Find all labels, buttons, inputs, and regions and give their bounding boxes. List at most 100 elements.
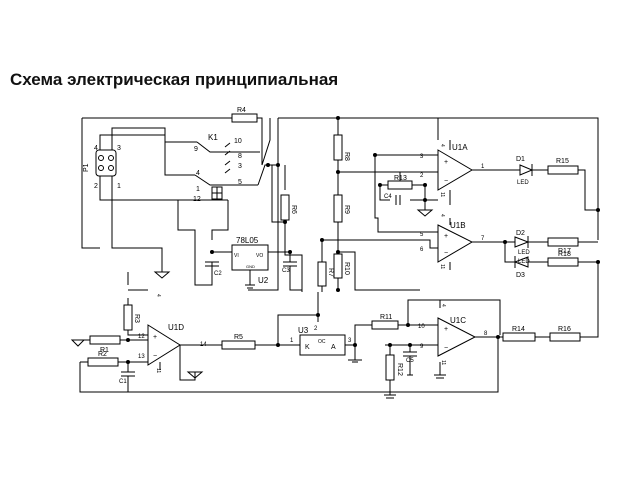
junctions (126, 116, 600, 364)
u1b-plus: + (444, 233, 448, 240)
u3-label: U3 (298, 326, 309, 335)
opamp-u1b: U1B 5 6 7 4 11 + − (420, 214, 485, 269)
p1-pin1: 1 (117, 183, 121, 190)
resistor-r8: R8 (333, 134, 350, 161)
opamp-u1d: U1D 12 13 14 4 11 + − (138, 294, 207, 373)
capacitor-c1: C1 (119, 371, 135, 385)
capacitor-c2: C2 (205, 261, 222, 280)
u1b-pin6: 6 (420, 247, 424, 253)
k1-pin12: 12 (193, 196, 201, 203)
u1a-pin11: 11 (439, 192, 445, 197)
resistor-r15: R15 (547, 158, 579, 175)
k1-label: K1 (208, 133, 218, 142)
u1b-pin5: 5 (420, 232, 424, 238)
r7-label: R7 (327, 268, 334, 277)
d1-led-label: LED (517, 180, 529, 186)
resistor-r1: R1 (89, 335, 121, 354)
k1-pin5: 5 (238, 179, 242, 186)
resistor-r12: R12 (385, 354, 403, 381)
u1a-pin4: 4 (439, 144, 445, 147)
resistor-r3: R3 (123, 304, 140, 331)
c2-label: C2 (214, 271, 222, 277)
d3-led-label: LED (518, 259, 530, 265)
d3-label: D3 (516, 272, 525, 279)
capacitor-c5: C5 (403, 351, 417, 368)
u1c-label: U1C (450, 316, 466, 325)
led-d1: D1 LED (516, 156, 534, 186)
u1a-pin2: 2 (420, 173, 424, 179)
r17-label: R17 (558, 248, 571, 255)
u1d-pin13: 13 (138, 354, 145, 360)
capacitor-c4: C4 (384, 194, 401, 205)
k1-pin9: 9 (194, 146, 198, 153)
resistor-r2: R2 (87, 351, 119, 367)
resistor-r14: R14 (502, 326, 536, 342)
resistor-r6: R6 (280, 194, 297, 221)
r16-label: R16 (558, 326, 571, 333)
led-d3: D3 LED (513, 256, 530, 279)
r1-label: R1 (100, 347, 109, 354)
u1a-pin1: 1 (481, 164, 485, 170)
u2-part-label: 78L05 (236, 236, 259, 245)
u1d-pin11: 11 (155, 368, 161, 373)
r4-label: R4 (237, 107, 246, 114)
capacitor-c3: C3 (282, 261, 297, 280)
r18-label: R18 (558, 251, 571, 258)
k1-pin8: 8 (238, 153, 242, 160)
u1b-minus: − (444, 250, 448, 257)
k1-pin3: 3 (238, 163, 242, 170)
led-d2: D2 LED (514, 230, 530, 256)
c3-label: C3 (282, 268, 290, 274)
r6-label: R6 (290, 205, 297, 214)
d2-led-label: LED (518, 250, 530, 256)
c1-label: C1 (119, 379, 127, 385)
r2-label: R2 (98, 351, 107, 358)
u1d-pin12: 12 (138, 334, 145, 340)
u2-vo: VO (256, 253, 263, 259)
u2-gnd: GND (246, 264, 255, 269)
p1-pin4: 4 (94, 145, 98, 152)
resistor-r10: R10 (333, 253, 350, 279)
u1c-pin10: 10 (418, 324, 425, 330)
u1b-pin11: 11 (439, 264, 445, 269)
u1d-plus: + (153, 334, 157, 341)
resistor-r11: R11 (371, 314, 399, 330)
wires (78, 117, 599, 395)
component-u3: U3 K OC A 1 2 3 (290, 326, 352, 356)
u1c-pin4: 4 (440, 304, 446, 307)
k1-pin1: 1 (196, 186, 200, 193)
u1b-label: U1B (450, 221, 466, 230)
r15-label: R15 (556, 158, 569, 165)
u3-k: K (305, 344, 310, 351)
p1-pin3: 3 (117, 145, 121, 152)
r11-label: R11 (380, 314, 392, 321)
u1a-plus: + (444, 159, 448, 166)
p1-label: P1 (83, 163, 90, 172)
u1a-minus: − (444, 178, 448, 185)
u3-pin3: 3 (348, 338, 352, 344)
u1c-plus: + (444, 326, 448, 333)
resistor-r5: R5 (221, 334, 256, 350)
u2-vi: VI (234, 253, 239, 259)
ground-symbols (70, 209, 446, 399)
opamp-u1a: U1A 3 2 1 4 11 + − (420, 143, 485, 197)
page-title: Схема электрическая принципиальная (10, 70, 339, 89)
r9-label: R9 (343, 205, 350, 214)
resistor-r4: R4 (231, 107, 258, 123)
regulator-u2: 78L05 VI VO GND U2 (231, 236, 269, 285)
r5-label: R5 (234, 334, 243, 341)
resistor-r9: R9 (333, 194, 350, 223)
connector-p1: P1 4 3 2 1 (83, 145, 121, 190)
u1c-minus: − (444, 345, 448, 352)
resistor-r17: R17 (547, 237, 579, 255)
u1c-pin11: 11 (440, 360, 446, 365)
r13-label: R13 (394, 175, 407, 182)
c4-label: C4 (384, 194, 392, 200)
u1a-pin3: 3 (420, 154, 424, 160)
u1d-pin4: 4 (155, 294, 161, 297)
r12-label: R12 (396, 363, 403, 376)
u1c-pin8: 8 (484, 331, 488, 337)
opamp-u1c: U1C 10 9 8 4 11 + − (418, 304, 488, 365)
k1-pin4: 4 (196, 170, 200, 177)
u1b-pin4: 4 (439, 214, 445, 217)
